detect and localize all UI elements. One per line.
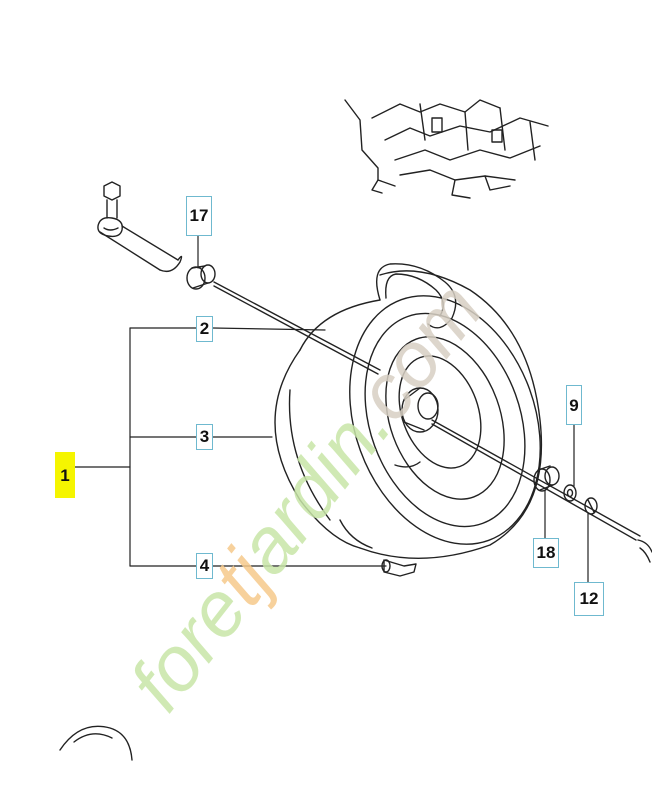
leader-lines bbox=[74, 235, 589, 583]
bushing-18-drawing bbox=[533, 465, 560, 492]
valve-4-drawing bbox=[381, 559, 417, 577]
clip-12-drawing bbox=[584, 497, 598, 515]
part-fragment-bottom bbox=[59, 725, 133, 761]
callout-17[interactable]: 17 bbox=[186, 196, 212, 236]
callout-3[interactable]: 3 bbox=[196, 424, 213, 450]
axle-line-right bbox=[431, 419, 641, 537]
mower-frame-drawing bbox=[344, 99, 549, 199]
callout-18[interactable]: 18 bbox=[533, 538, 559, 568]
callout-4[interactable]: 4 bbox=[196, 553, 213, 579]
callout-2[interactable]: 2 bbox=[196, 316, 213, 342]
wheel-drawing bbox=[274, 263, 543, 559]
callout-12[interactable]: 12 bbox=[574, 582, 604, 616]
bolt-drawing bbox=[97, 181, 183, 273]
callout-9[interactable]: 9 bbox=[566, 385, 582, 425]
axle-end bbox=[637, 539, 652, 563]
bushing-17-drawing bbox=[186, 264, 216, 290]
axle-line-left bbox=[213, 281, 381, 371]
washer-9-drawing bbox=[563, 484, 577, 502]
part-fragment-bottom-2 bbox=[73, 733, 113, 743]
callout-1[interactable]: 1 bbox=[55, 452, 75, 498]
